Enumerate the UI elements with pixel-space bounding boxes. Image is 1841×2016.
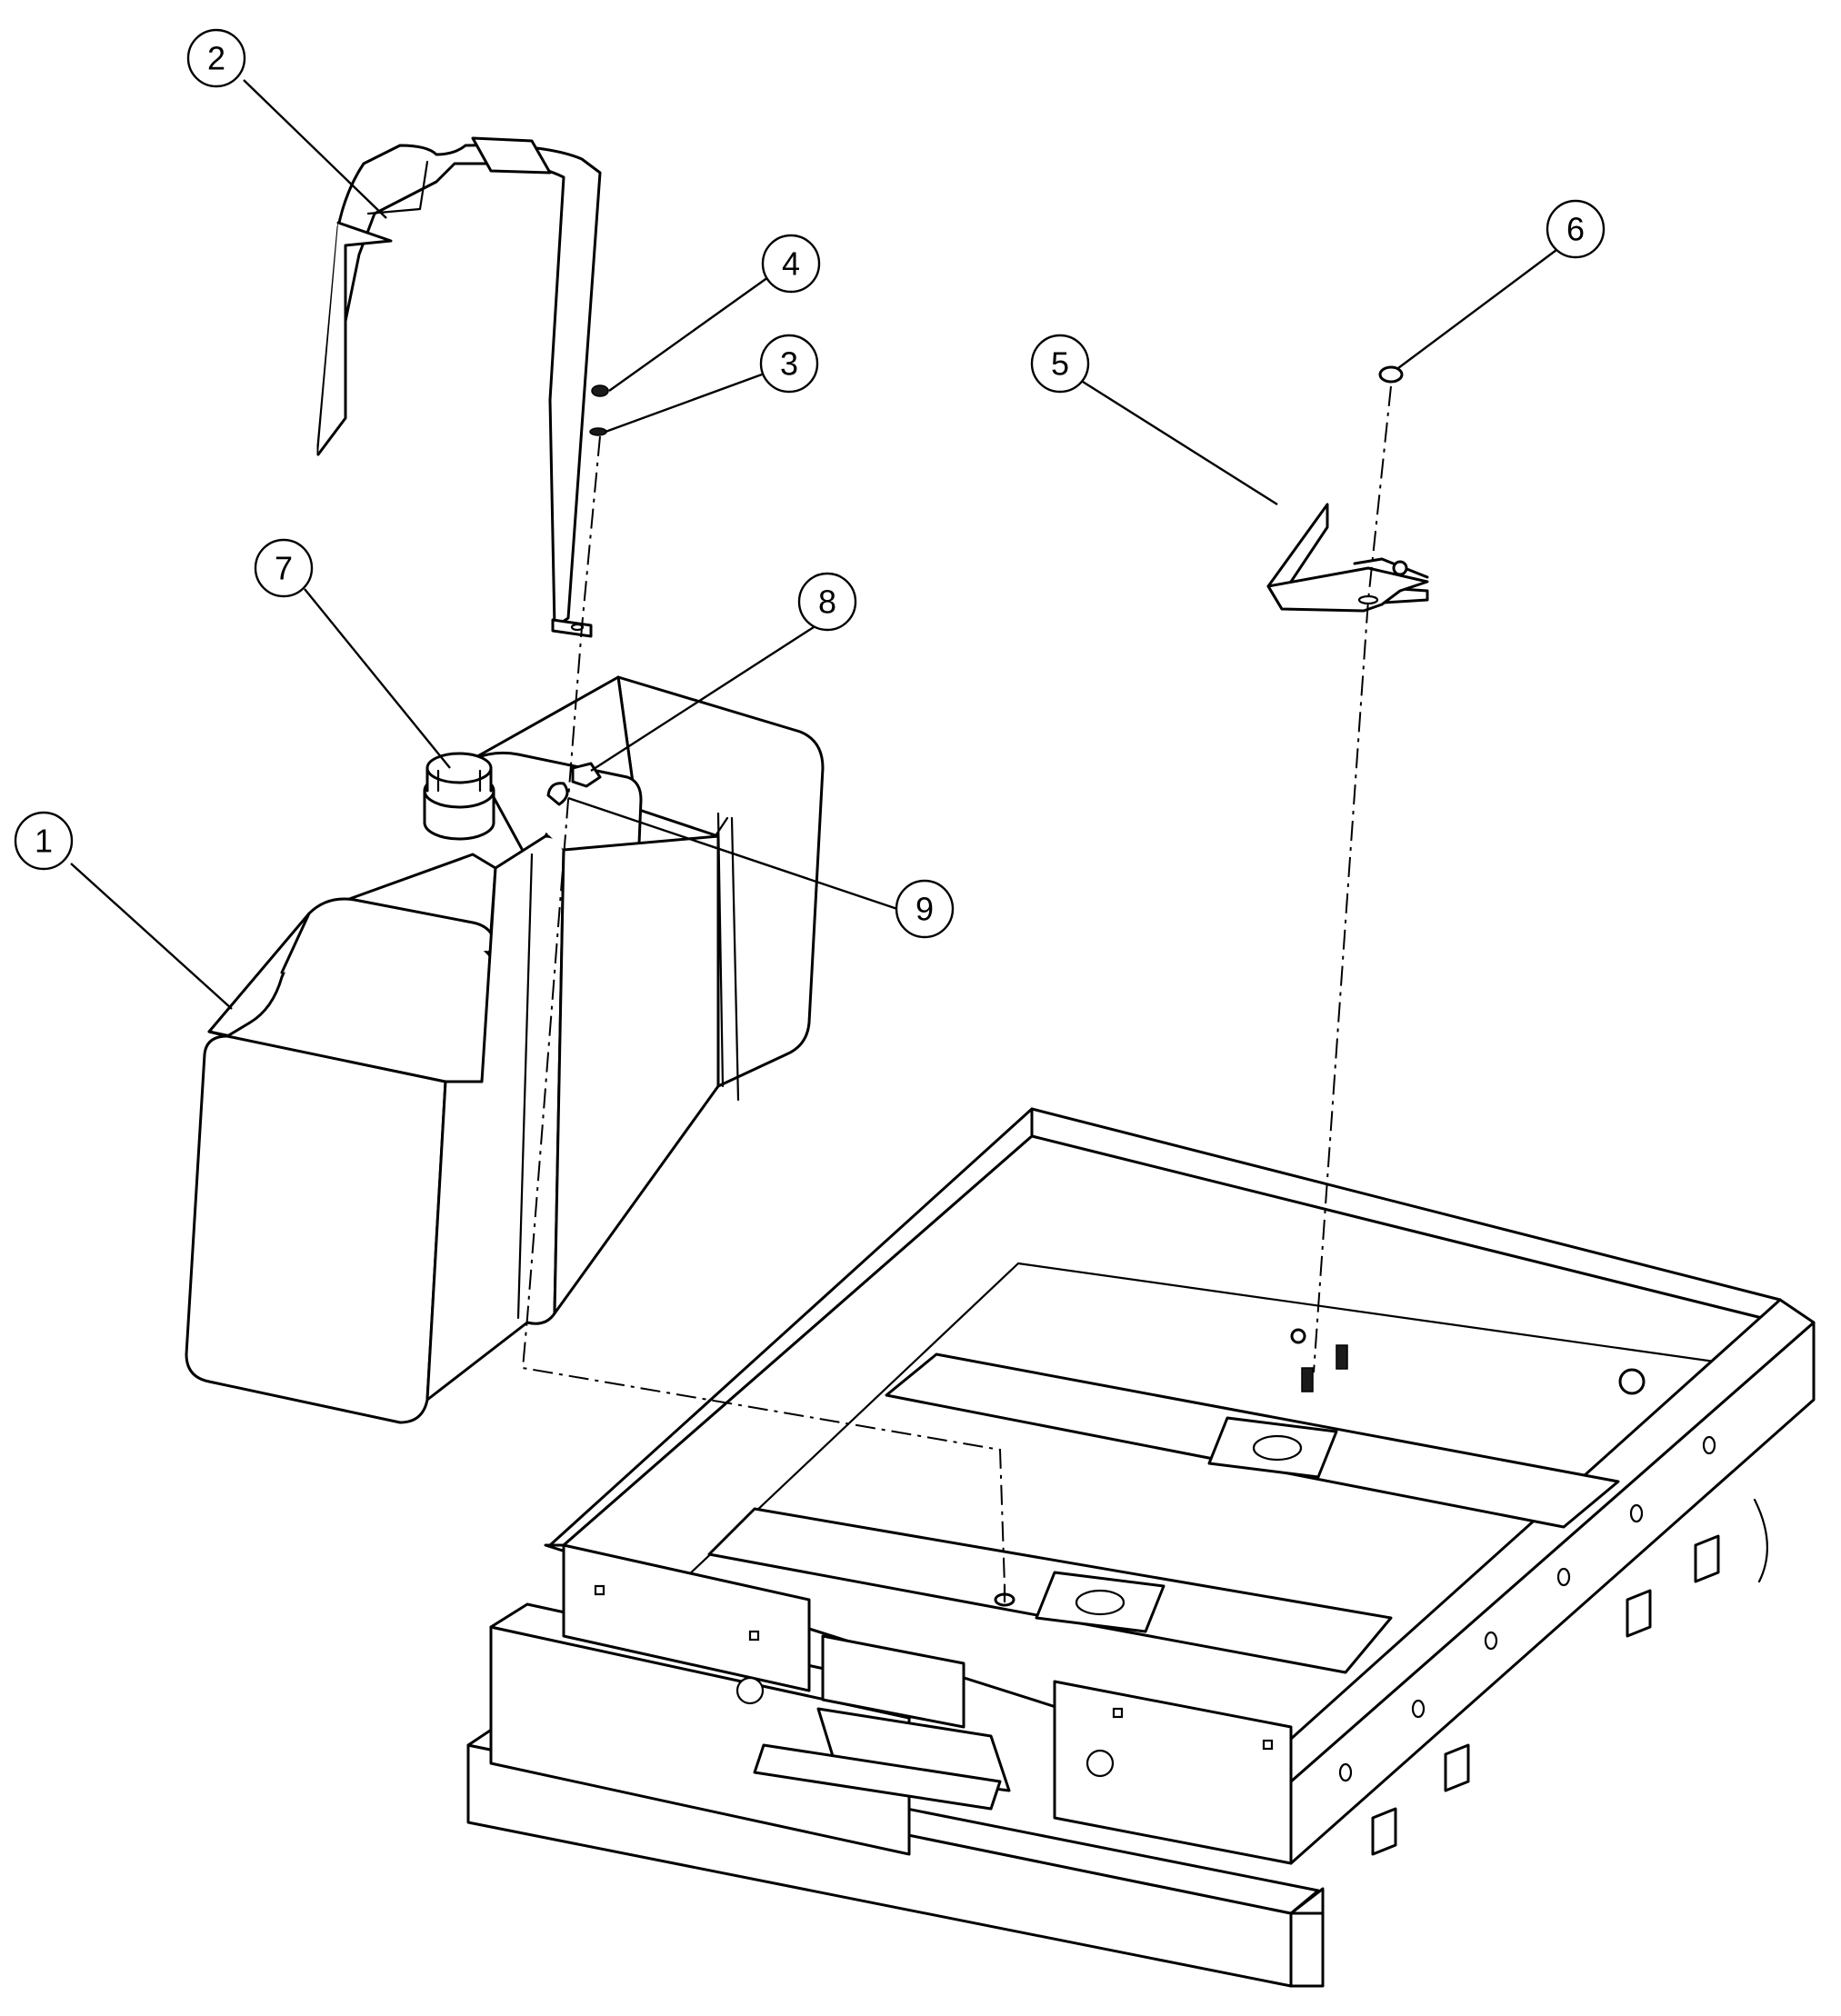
chassis-frame <box>466 1107 1816 1988</box>
callout-8: 8 <box>797 572 857 632</box>
callout-3: 3 <box>759 334 819 394</box>
callout-1: 1 <box>14 811 74 871</box>
callout-5-label: 5 <box>1051 345 1069 383</box>
callout-1-label: 1 <box>35 823 53 860</box>
flange-nut <box>1378 365 1404 384</box>
callout-5: 5 <box>1030 334 1090 394</box>
bracket <box>1266 503 1429 613</box>
leader-lines <box>70 79 1557 1010</box>
washer-and-nut <box>589 384 609 436</box>
callout-6: 6 <box>1546 199 1606 259</box>
hold-down-strap <box>316 136 602 638</box>
callout-4: 4 <box>761 234 821 294</box>
callout-6-label: 6 <box>1566 211 1585 248</box>
tank <box>185 675 825 1424</box>
callout-8-label: 8 <box>818 584 836 621</box>
callout-7-label: 7 <box>275 550 293 587</box>
callout-3-label: 3 <box>780 345 798 383</box>
callout-2: 2 <box>186 28 246 88</box>
callout-4-label: 4 <box>782 245 800 283</box>
callout-9: 9 <box>895 879 955 939</box>
assembly-centerlines <box>521 385 1392 1587</box>
callout-9-label: 9 <box>915 891 934 928</box>
callout-7: 7 <box>254 538 314 598</box>
callout-2-label: 2 <box>207 40 225 77</box>
